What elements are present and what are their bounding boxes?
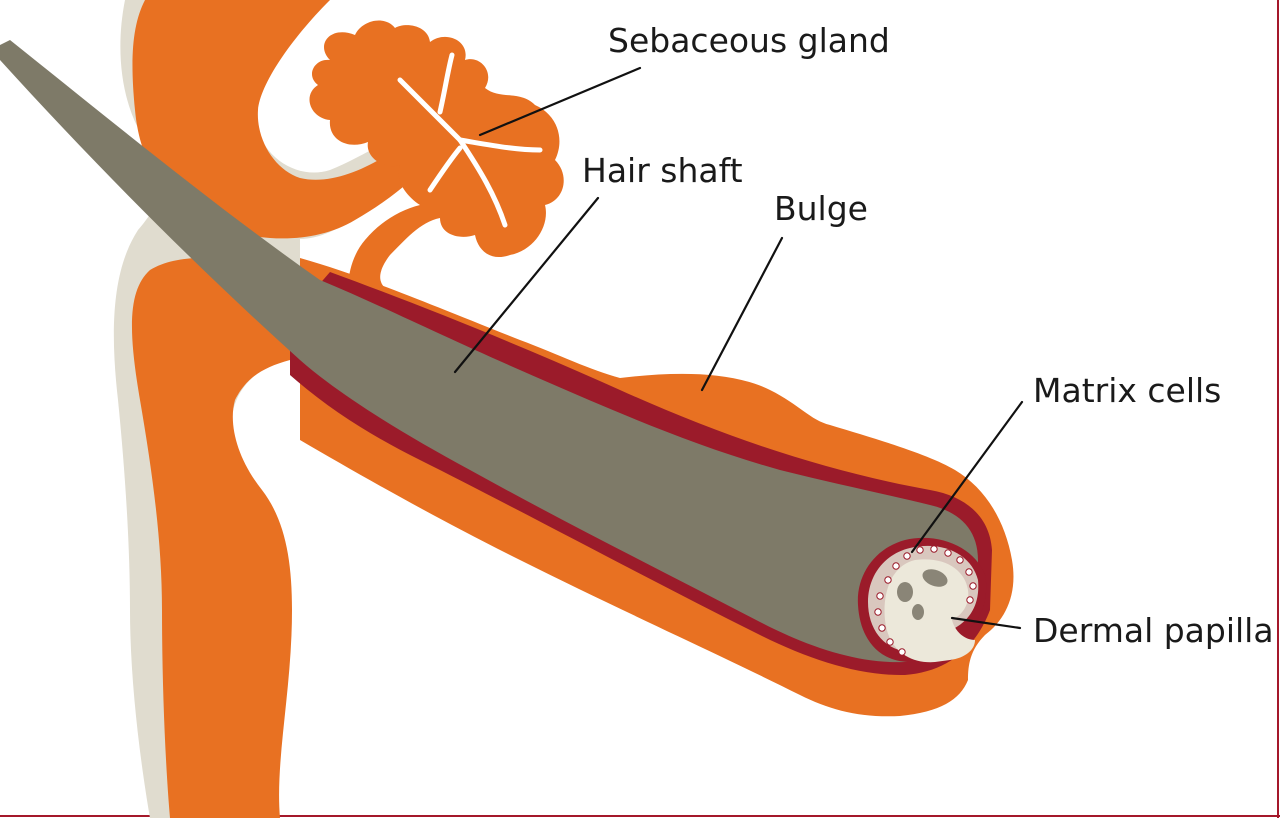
label-hair-shaft: Hair shaft [582, 151, 743, 190]
hair-shaft-shape [0, 40, 978, 663]
leader-line-hair-shaft [453, 196, 600, 374]
label-bulge: Bulge [774, 189, 868, 228]
label-dermal-papilla: Dermal papilla [1033, 611, 1274, 650]
leader-lines [453, 66, 1024, 630]
leader-line-matrix [910, 400, 1024, 554]
label-sebaceous-gland: Sebaceous gland [608, 21, 890, 60]
papilla-vessels [897, 569, 948, 620]
leader-line-bulge [700, 236, 784, 392]
follicle-bulb-base [857, 537, 987, 663]
matrix-cell-dots [874, 545, 977, 656]
label-matrix-cells: Matrix cells [1033, 371, 1221, 410]
leader-line-sebaceous [478, 66, 642, 137]
leader-line-papilla [950, 616, 1022, 630]
gland-clefts [397, 52, 543, 228]
